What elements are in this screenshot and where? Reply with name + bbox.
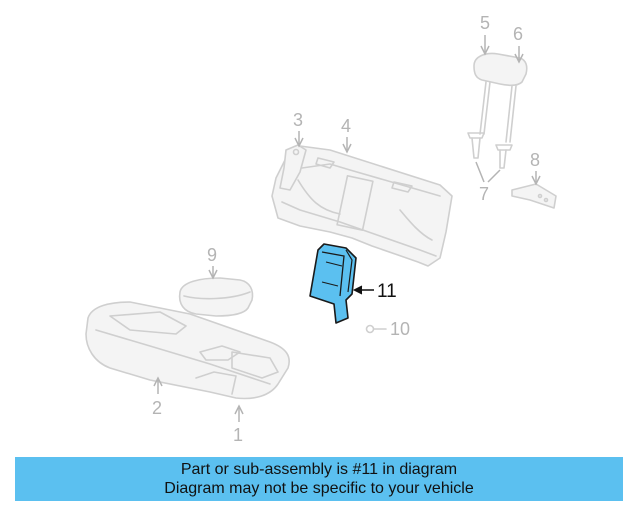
part-2-seat-cushion — [85, 301, 290, 400]
part-7-guides — [467, 132, 513, 169]
callout-3-label: 3 — [293, 110, 303, 130]
callout-6: 6 — [513, 24, 524, 64]
callout-4: 4 — [341, 116, 352, 154]
callout-1-label: 1 — [233, 425, 243, 445]
banner-line-1: Part or sub-assembly is #11 in diagram — [180, 461, 458, 478]
part-4-seat-back — [271, 145, 453, 267]
callout-4-label: 4 — [341, 116, 351, 136]
callout-3: 3 — [293, 110, 304, 148]
callout-9-label: 9 — [207, 245, 217, 265]
callout-5-label: 5 — [480, 13, 490, 33]
callout-11: 11 — [352, 281, 397, 302]
callout-1: 1 — [233, 404, 244, 445]
part-10-fastener — [365, 324, 387, 334]
callout-11-label: 11 — [377, 281, 397, 302]
banner-line-2: Diagram may not be specific to your vehi… — [164, 480, 474, 497]
callout-7-label: 7 — [479, 184, 489, 204]
part-9-armrest — [178, 277, 254, 317]
callout-10: 10 — [390, 319, 410, 339]
part-11-highlighted-panel — [309, 243, 357, 324]
callout-9: 9 — [207, 245, 218, 280]
callout-8-label: 8 — [530, 150, 540, 170]
callout-7: 7 — [475, 161, 501, 204]
part-8-cover — [511, 183, 557, 209]
parts-diagram: 5 6 3 4 8 7 9 11 10 — [85, 13, 557, 445]
callout-10-label: 10 — [390, 319, 410, 339]
callout-2: 2 — [152, 376, 163, 418]
callout-2-label: 2 — [152, 398, 162, 418]
callout-6-label: 6 — [513, 24, 523, 44]
callout-8: 8 — [530, 150, 541, 186]
part-6-headrest — [473, 52, 528, 143]
callout-5: 5 — [480, 13, 490, 56]
info-banner: Part or sub-assembly is #11 in diagram D… — [15, 457, 623, 501]
